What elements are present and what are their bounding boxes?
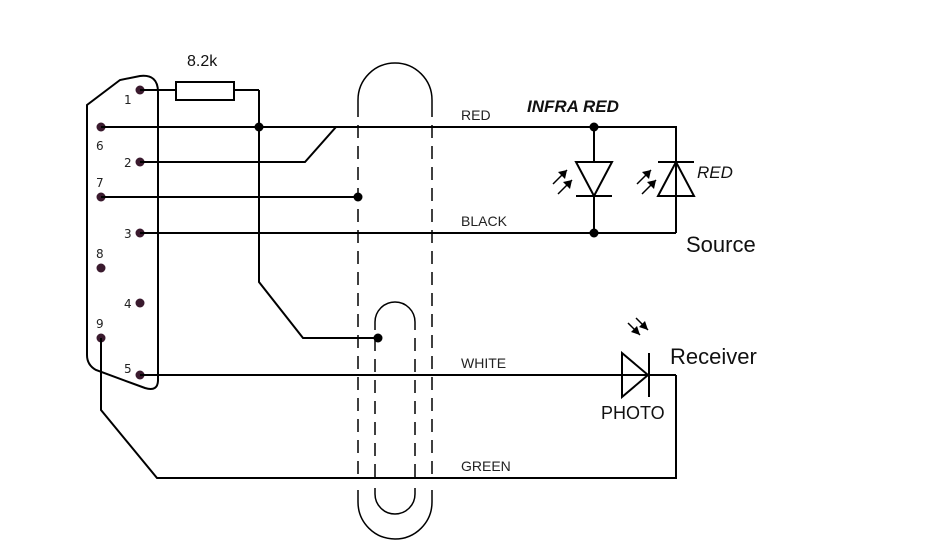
infra-red-label: INFRA RED	[527, 97, 619, 116]
cable-shield	[357, 62, 433, 540]
pin-label-2: 2	[124, 156, 132, 170]
inner-cable-loop	[374, 301, 416, 515]
pin-label-5: 5	[124, 362, 132, 376]
wire-label-white: WHITE	[461, 355, 506, 371]
wire-label-red: RED	[461, 107, 491, 123]
junction-resistor	[254, 122, 264, 132]
pin-label-7: 7	[96, 176, 104, 190]
red-led-label: RED	[697, 163, 733, 182]
infrared-led	[574, 127, 614, 233]
connector-pins	[96, 85, 145, 380]
receiver-title: Receiver	[670, 344, 757, 369]
photo-label: PHOTO	[601, 403, 665, 423]
wire-green	[100, 338, 677, 479]
pin-label-8: 8	[96, 247, 104, 261]
resistor	[175, 81, 235, 101]
ir-emission-arrows-icon	[552, 169, 573, 195]
pin-4	[135, 298, 145, 308]
wire-label-black: BLACK	[461, 213, 508, 229]
wire-label-green: GREEN	[461, 458, 511, 474]
db9-connector-shell	[86, 74, 159, 390]
pin-label-3: 3	[124, 227, 132, 241]
pin-8	[96, 263, 106, 273]
pin-label-9: 9	[96, 317, 104, 331]
photo-diode	[621, 350, 650, 400]
source-title: Source	[686, 232, 756, 257]
pin-label-6: 6	[96, 139, 104, 153]
photo-incoming-arrows-icon	[627, 317, 649, 336]
pin-label-4: 4	[124, 297, 132, 311]
red-led	[656, 159, 696, 197]
wire-red	[101, 126, 677, 233]
resistor-value: 8.2k	[187, 53, 218, 70]
junction-loop	[373, 333, 383, 343]
red-emission-arrows-icon	[636, 169, 657, 195]
wire-resistor-to-loop	[258, 90, 375, 339]
wire-pin2	[140, 126, 337, 163]
pin-label-1: 1	[124, 93, 132, 107]
